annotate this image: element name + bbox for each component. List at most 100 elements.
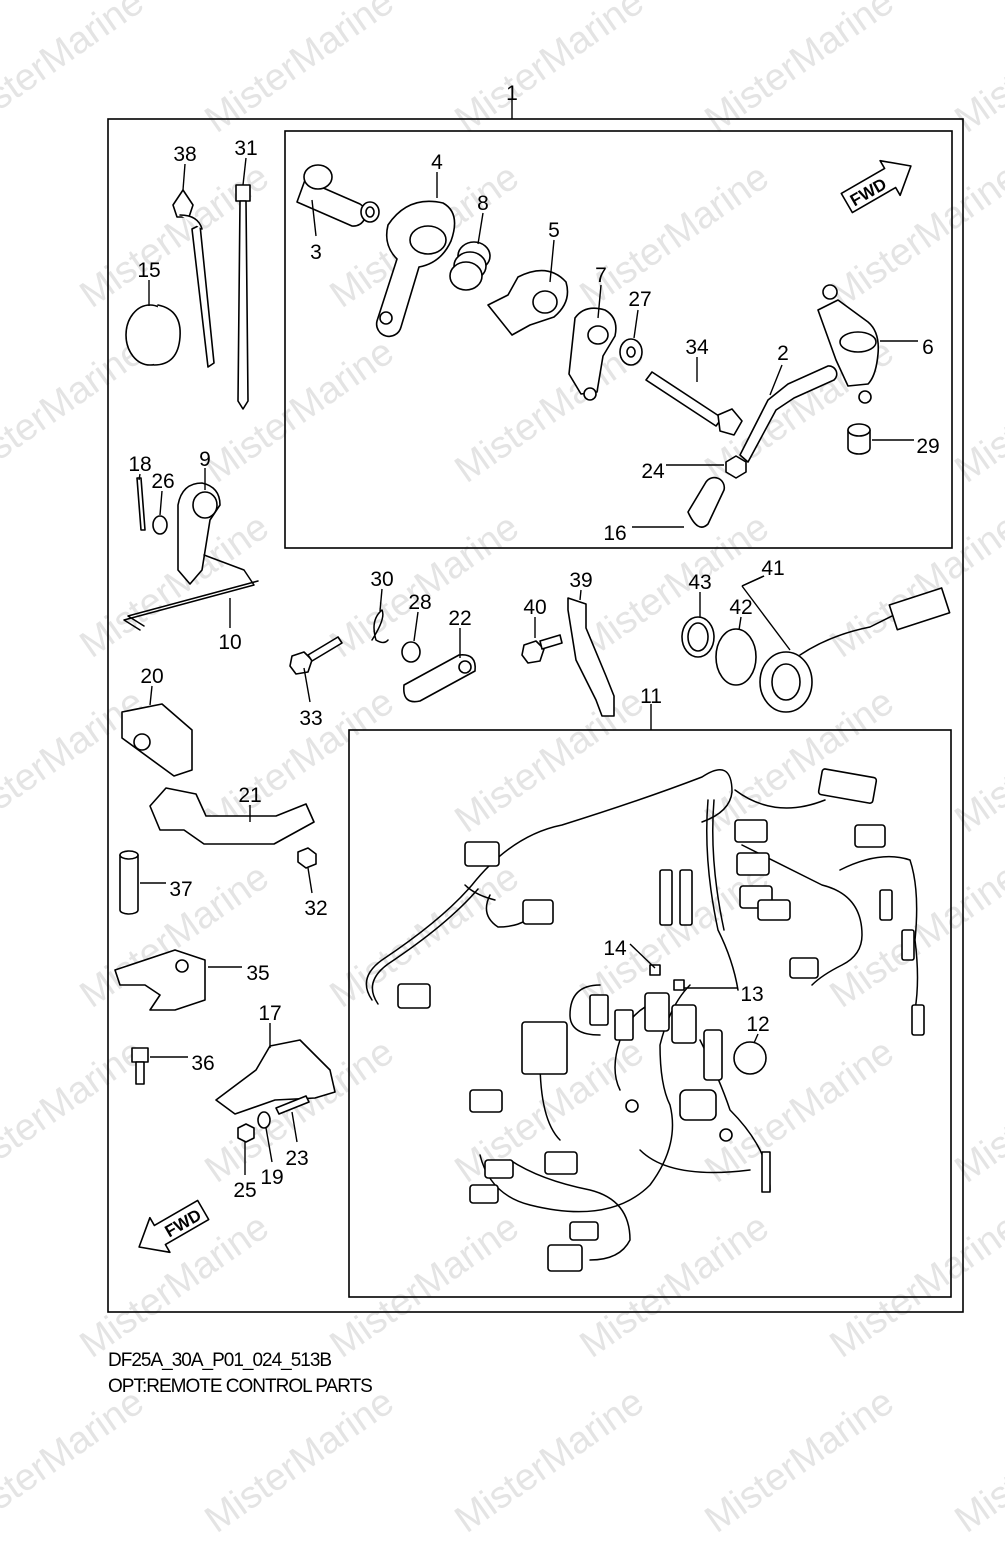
part-label-43: 43 (688, 571, 711, 594)
leader-line-42 (738, 616, 742, 631)
part-26-washer (152, 515, 168, 535)
part-label-36: 36 (191, 1052, 214, 1075)
leader-lines (138, 157, 918, 1175)
part-18-pin (136, 477, 146, 531)
part-label-21: 21 (238, 784, 261, 807)
part-15-plug (125, 304, 181, 366)
leader-line-23 (291, 1111, 298, 1143)
part-19-washer (257, 1111, 271, 1129)
leader-line-3 (311, 199, 317, 237)
diagram-caption: OPT:REMOTE CONTROL PARTS (108, 1376, 373, 1397)
diagram-code: DF25A_30A_P01_024_513B (108, 1350, 332, 1371)
part-label-27: 27 (628, 288, 651, 311)
part-label-12: 12 (746, 1013, 769, 1036)
leader-line-18 (138, 473, 141, 481)
part-label-10: 10 (218, 631, 241, 654)
part-label-6: 6 (922, 336, 934, 359)
part-label-31: 31 (234, 137, 257, 160)
leader-line-2 (769, 364, 783, 396)
part-20-plate (121, 703, 193, 777)
part-label-28: 28 (408, 591, 431, 614)
part-35-plate (114, 949, 206, 1011)
part-39-bracket (567, 597, 615, 717)
part-label-24: 24 (641, 460, 665, 483)
part-label-9: 9 (199, 448, 211, 471)
part-label-5: 5 (548, 219, 560, 242)
part-label-35: 35 (246, 962, 269, 985)
part-label-14: 14 (603, 937, 627, 960)
part-10-link-rod (123, 554, 259, 631)
part-41-key-switch (759, 587, 951, 713)
part-7-bracket (568, 307, 617, 401)
part-label-16: 16 (603, 522, 626, 545)
part-9-lever (177, 482, 221, 585)
leader-line-41-branch-1 (741, 575, 765, 587)
part-38-clip (172, 189, 215, 368)
part-23-stud (275, 1095, 310, 1115)
part-label-2: 2 (777, 342, 789, 365)
part-label-20: 20 (140, 665, 163, 688)
leader-line-31 (242, 157, 247, 186)
part-number-labels: 1234567891011121314151617181920212223242… (128, 82, 939, 1202)
part-17-bracket (215, 1039, 336, 1115)
fwd-arrow-bottom: FWD (138, 1199, 210, 1254)
part-label-8: 8 (477, 192, 489, 215)
part-27-washer (619, 338, 643, 366)
part-29-bushing (847, 423, 871, 455)
leader-line-14 (629, 943, 656, 969)
leader-line-19 (265, 1127, 273, 1163)
part-label-42: 42 (729, 596, 752, 619)
leader-line-27 (633, 309, 639, 339)
part-label-1: 1 (506, 82, 518, 105)
part-30-clip (371, 609, 389, 644)
leader-line-5 (549, 239, 555, 283)
part-label-39: 39 (569, 569, 592, 592)
part-label-15: 15 (137, 259, 160, 282)
upper-subassembly-frame (284, 130, 953, 549)
leader-line-20 (149, 685, 153, 706)
leader-line-26 (159, 490, 163, 516)
part-label-11: 11 (640, 685, 662, 708)
part-label-17: 17 (258, 1002, 281, 1025)
part-43-ring (681, 616, 715, 658)
part-label-34: 34 (685, 336, 709, 359)
part-4-lever (375, 200, 456, 338)
part-label-30: 30 (370, 568, 393, 591)
part-36-bolt (131, 1047, 149, 1085)
part-label-40: 40 (523, 596, 546, 619)
leader-line-28 (413, 611, 419, 642)
part-label-38: 38 (173, 143, 196, 166)
harness-frame (348, 729, 952, 1298)
part-label-25: 25 (233, 1179, 256, 1202)
leader-line-32 (307, 867, 313, 894)
part-24-nut (725, 455, 747, 479)
part-33-bolt (289, 636, 343, 675)
part-5-cam (487, 269, 569, 336)
part-31-tie (235, 184, 251, 410)
part-label-32: 32 (304, 897, 327, 920)
part-22-arm (403, 654, 476, 703)
part-label-41: 41 (761, 557, 784, 580)
part-42-oring (715, 628, 757, 686)
part-25-nut (237, 1123, 255, 1143)
part-label-18: 18 (128, 453, 151, 476)
part-3-collar (296, 164, 380, 227)
part-6-arm (817, 284, 880, 404)
leader-line-41-branch-0 (741, 585, 791, 651)
part-8-spring (449, 241, 491, 291)
part-37-collar (119, 850, 139, 915)
part-label-4: 4 (431, 151, 443, 174)
part-2-rod (739, 365, 838, 463)
leader-line-39 (579, 589, 582, 601)
part-label-29: 29 (916, 435, 939, 458)
part-label-22: 22 (448, 607, 471, 630)
part-label-13: 13 (740, 983, 763, 1006)
part-label-26: 26 (151, 470, 174, 493)
part-16-joint (687, 476, 726, 528)
part-28-washer (401, 641, 421, 663)
part-32-bolt (297, 847, 317, 869)
part-11-harness (365, 768, 925, 1272)
part-label-19: 19 (260, 1166, 283, 1189)
part-40-bolt (521, 634, 563, 664)
leader-line-30 (379, 588, 383, 612)
